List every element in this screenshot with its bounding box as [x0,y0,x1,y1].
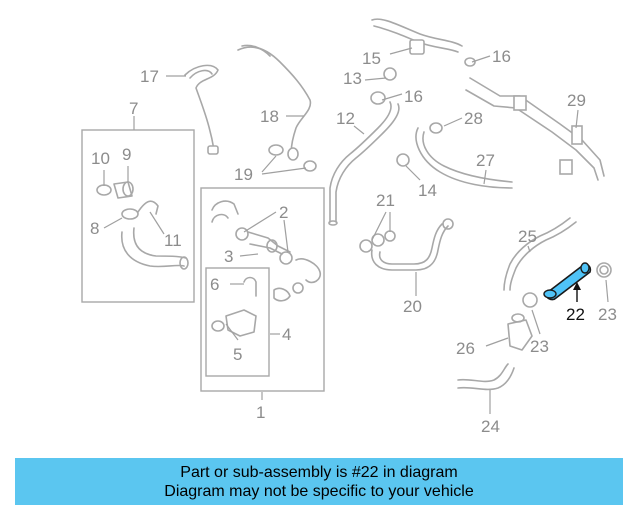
group-box-1 [200,187,325,392]
callout-14: 14 [418,181,437,200]
group-box-7 [81,129,195,303]
part-27-hose [396,122,513,189]
part-18-hose [237,44,312,161]
callout-23b: 23 [530,337,549,356]
callout-1: 1 [256,403,265,422]
info-banner: Part or sub-assembly is #22 in diagram D… [15,458,623,505]
callout-20: 20 [403,297,422,316]
part-29-rail [465,77,605,181]
part-12-hose [328,101,400,226]
callout-7: 7 [129,99,138,118]
callout-labels: 1 2 3 4 5 6 7 8 9 10 11 12 13 14 15 16 1… [90,47,617,436]
callout-15: 15 [362,49,381,68]
callout-3: 3 [224,247,233,266]
callout-22: 22 [566,305,585,324]
callout-16b: 16 [404,87,423,106]
group-box-4 [205,267,270,377]
callout-10: 10 [91,149,110,168]
banner-line-1: Part or sub-assembly is #22 in diagram [180,463,458,481]
callout-29: 29 [567,91,586,110]
callout-26: 26 [456,339,475,358]
callout-16a: 16 [492,47,511,66]
callout-5: 5 [233,345,242,364]
leader-lines [103,47,609,414]
part-20-hose [359,218,454,271]
callout-21: 21 [376,191,395,210]
banner-line-2: Diagram may not be specific to your vehi… [164,482,474,500]
part-24-hose [457,363,515,391]
callout-8: 8 [90,219,99,238]
callout-25: 25 [518,227,537,246]
part-22-hose-highlighted [543,262,592,301]
callout-28: 28 [464,109,483,128]
callout-23a: 23 [598,305,617,324]
callout-24: 24 [481,417,500,436]
part-26-fitting [507,313,533,351]
callout-17: 17 [140,67,159,86]
part-25-hose [503,217,577,291]
callout-19: 19 [234,165,253,184]
callout-6: 6 [210,275,219,294]
callout-18: 18 [260,107,279,126]
callout-4: 4 [282,325,291,344]
callout-9: 9 [122,145,131,164]
group-7-parts [96,181,189,270]
part-17-hose [184,64,219,155]
part-19-o-rings [268,144,317,172]
callout-13: 13 [343,69,362,88]
callout-2: 2 [279,203,288,222]
part-23-clamps [522,262,612,308]
callout-11: 11 [164,231,182,250]
callout-27: 27 [476,151,495,170]
callout-22-arrow [573,282,581,302]
callout-12: 12 [336,109,355,128]
group-1-parts [211,200,322,337]
part-16-clamps [370,57,476,105]
part-15-hose [371,18,463,55]
